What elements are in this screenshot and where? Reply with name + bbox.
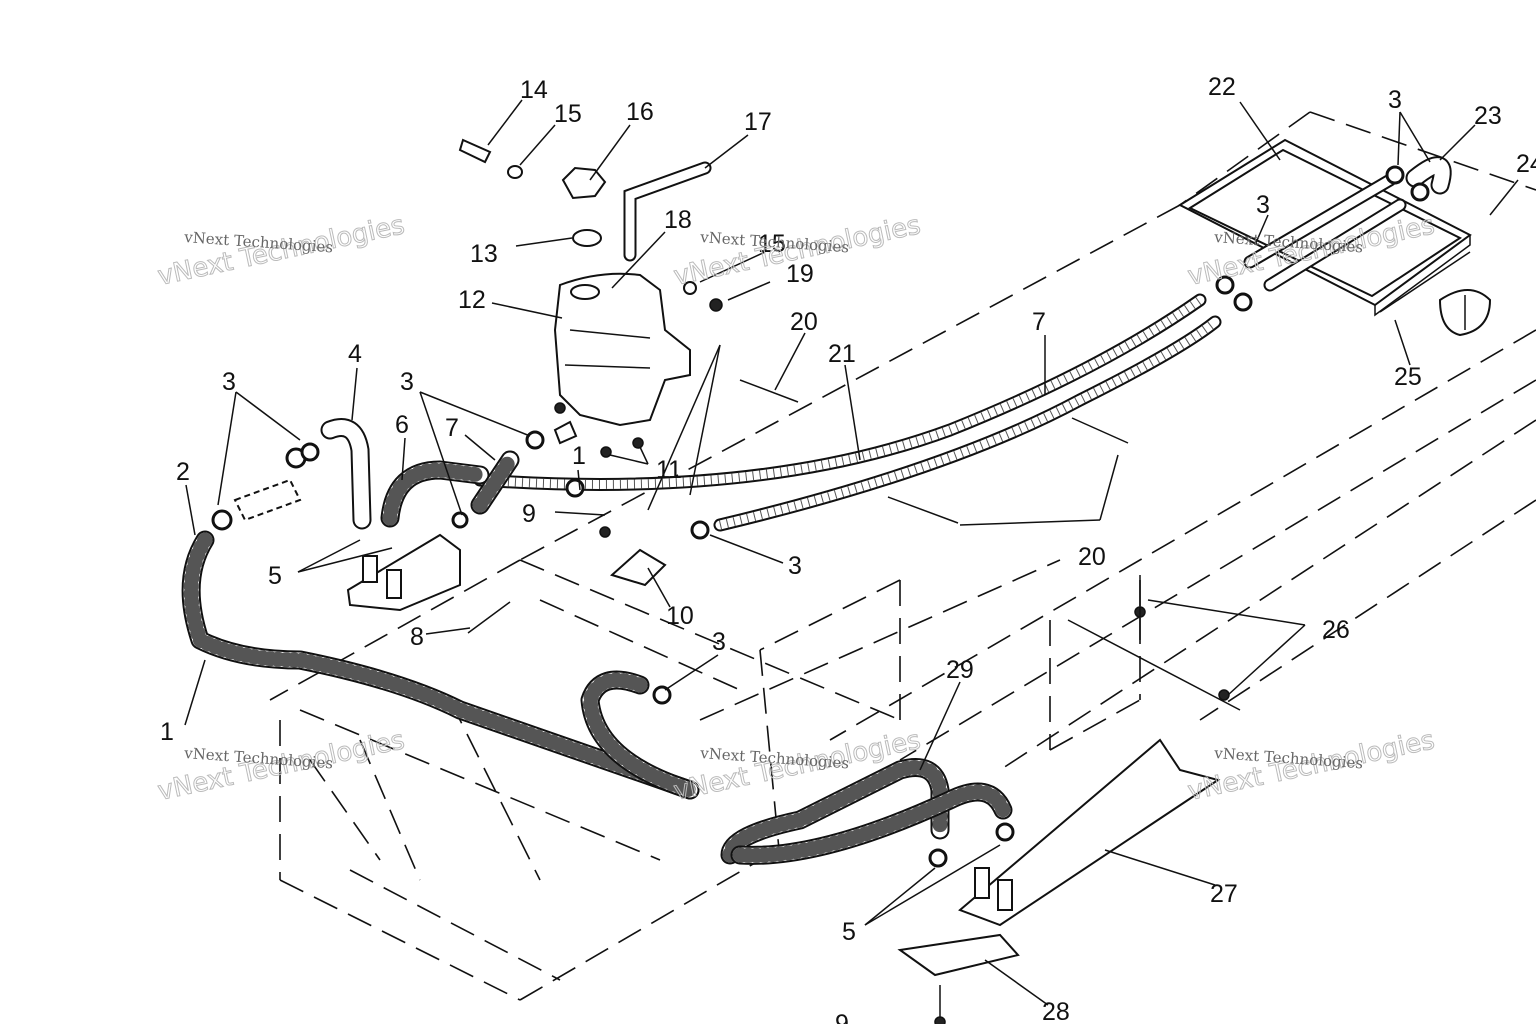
callout-9: 9 [835,1010,849,1024]
front-hoses [211,418,710,705]
callout-3: 3 [222,368,236,396]
clamp-icon [1385,165,1405,185]
callout-4: 4 [348,340,362,368]
callout-20: 20 [790,308,818,336]
callout-26: 26 [1322,616,1350,644]
callout-1: 1 [160,718,174,746]
callout-13: 13 [470,240,498,268]
callout-3: 3 [400,368,414,396]
clamp-icon [928,848,948,868]
callout-18: 18 [664,206,692,234]
skid-plate-28 [897,933,1020,977]
callout-8: 8 [410,623,424,651]
leader-lines [184,99,1519,1006]
callout-21: 21 [828,340,856,368]
clamp-icon [652,685,672,705]
coolant-bottle [458,138,723,445]
filler-cap-icon [561,166,607,200]
fitting-brackets [346,533,1221,977]
clamp-icon [1215,275,1235,295]
coolant-tubes [473,173,1407,532]
callout-5: 5 [268,562,282,590]
clamp-icon [211,509,233,531]
lower-hoses [181,530,1015,868]
callout-2: 2 [176,458,190,486]
callout-3: 3 [1388,86,1402,114]
callout-17: 17 [744,108,772,136]
washer-icon [507,165,523,179]
callout-1: 1 [572,442,586,470]
callout-14: 14 [520,76,548,104]
gasket-icon [572,229,602,247]
exchanger-fittings [1215,156,1492,337]
callout-24: 24 [1516,150,1536,178]
callout-3: 3 [788,552,802,580]
callout-labels: 14 15 16 17 18 15 19 13 12 22 3 23 24 3 … [160,73,1536,1024]
callout-20: 20 [1078,543,1106,571]
callout-25: 25 [1394,363,1422,391]
clamp-icon [690,520,710,540]
callout-7: 7 [445,414,459,442]
clamp-icon [300,442,320,462]
callout-6: 6 [395,411,409,439]
callout-22: 22 [1208,73,1236,101]
callout-9: 9 [522,500,536,528]
clamp-icon [451,511,469,529]
callout-15: 15 [758,230,786,258]
clamp-icon [565,478,585,498]
cable-ties [467,379,1241,1024]
callout-19: 19 [786,260,814,288]
callout-11: 11 [656,456,682,484]
callout-29: 29 [946,656,974,684]
callout-27: 27 [1210,880,1238,908]
callout-5: 5 [842,918,856,946]
clamp-icon [1410,182,1430,202]
callout-23: 23 [1474,102,1502,130]
clamp-icon [1233,292,1253,312]
clamp-icon [525,430,545,450]
bolt-icon [458,138,492,164]
callout-10: 10 [666,602,694,630]
bleed-screw-8 [467,601,511,634]
callout-3: 3 [1256,191,1270,219]
callout-7: 7 [1032,308,1046,336]
callout-28: 28 [1042,998,1070,1024]
callout-12: 12 [458,286,486,314]
callout-16: 16 [626,98,654,126]
clamp-icon [995,822,1015,842]
callout-3: 3 [712,628,726,656]
callout-15: 15 [554,100,582,128]
